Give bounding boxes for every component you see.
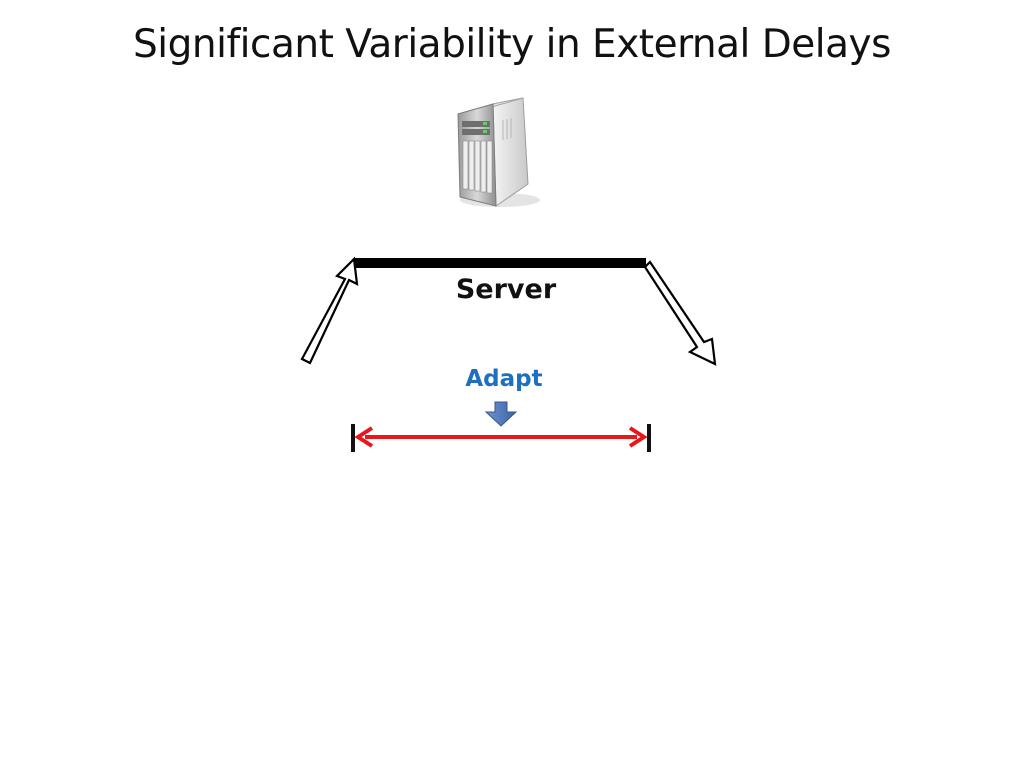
delay-range-arrow xyxy=(351,424,651,452)
adapt-label: Adapt xyxy=(465,366,543,392)
slide-title: Significant Variability in External Dela… xyxy=(133,22,891,67)
server-label: Server xyxy=(455,274,557,305)
incoming-request-arrow xyxy=(300,256,359,365)
adapt-down-arrow xyxy=(484,401,518,427)
outgoing-response-arrow xyxy=(643,260,717,366)
server-tower-icon xyxy=(457,97,540,207)
